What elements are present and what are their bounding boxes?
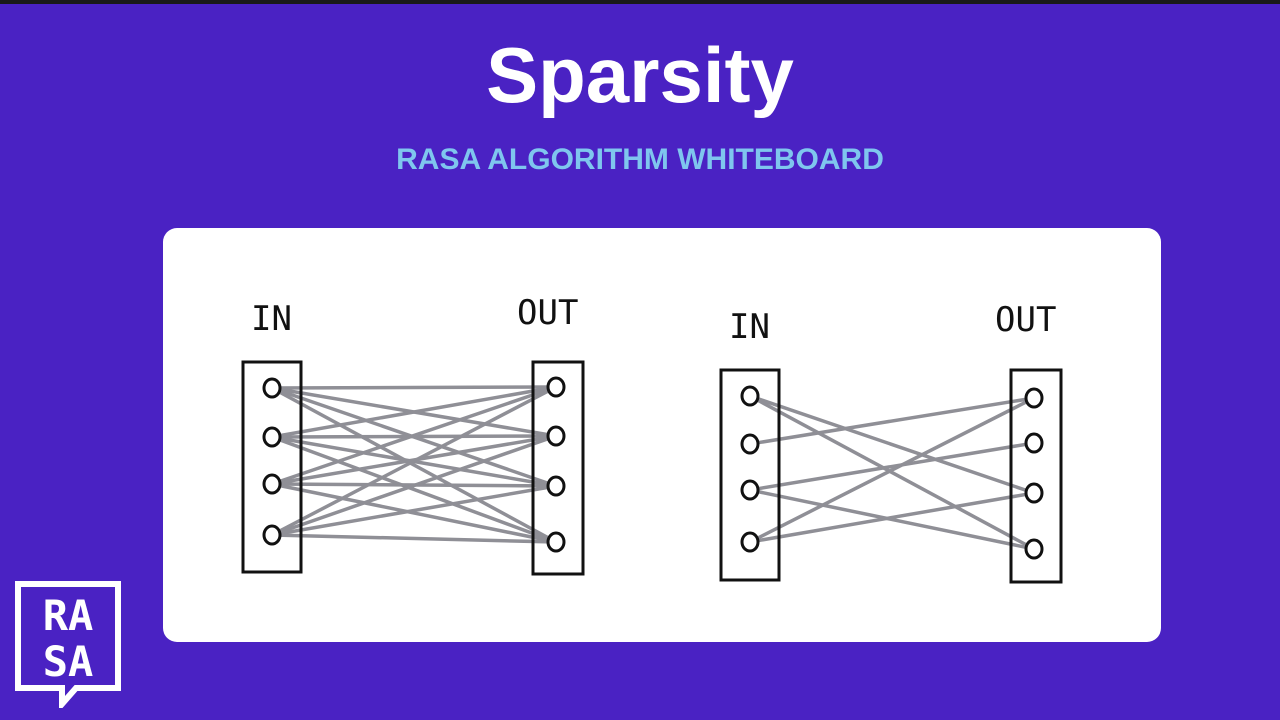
sparse-out-nodes [1024,387,1044,560]
in-node-1 [740,385,760,407]
logo-text-top: RA [43,591,94,640]
in-node-2 [740,433,760,455]
in-node-2 [262,426,282,448]
edge-in2-out1 [270,385,558,439]
out-node-3 [546,475,566,497]
dense-out-layer-box [531,360,585,576]
in-node-3 [740,479,760,501]
out-node-1 [546,376,566,398]
edge-in4-out4 [270,533,558,544]
out-node-3 [1024,482,1044,504]
sparse-network-diagram: IN OUT [719,300,1063,584]
sparse-out-layer-box [1009,368,1063,584]
dense-in-label: IN [251,299,292,339]
edge-in3-out1 [270,385,558,486]
out-node-4 [1024,538,1044,560]
edge-in4-out3 [270,484,558,537]
page-subtitle: RASA ALGORITHM WHITEBOARD [396,143,884,176]
edge-in1-out4 [748,394,1036,551]
out-node-2 [546,425,566,447]
edge-in1-out3 [748,394,1036,495]
dense-out-nodes [546,376,566,553]
edge-in3-out4 [748,488,1036,551]
network-diagrams: IN OUT IN OUT [241,293,1063,584]
dense-network-diagram: IN OUT [241,293,585,576]
edge-in3-out2 [748,441,1036,492]
edge-in1-out1 [270,385,558,390]
in-node-4 [740,531,760,553]
logo-text-bottom: SA [43,637,94,686]
in-node-3 [262,473,282,495]
out-node-4 [546,531,566,553]
edge-in4-out3 [748,491,1036,544]
page-title: Sparsity [486,31,794,119]
edge-in2-out4 [270,435,558,544]
dense-in-nodes [262,377,282,546]
dense-in-layer-box [241,360,303,574]
out-node-1 [1024,387,1044,409]
dense-edges [270,385,558,544]
edge-in4-out1 [748,396,1036,544]
sparse-in-label: IN [729,307,770,347]
sparse-out-label: OUT [995,300,1056,340]
rasa-logo: RA SA [14,580,122,712]
edge-in2-out1 [748,396,1036,446]
in-node-1 [262,377,282,399]
in-node-4 [262,524,282,546]
edge-in3-out4 [270,482,558,544]
sparse-in-nodes [740,385,760,553]
whiteboard-panel: IN OUT IN OUT [163,228,1161,642]
out-node-2 [1024,432,1044,454]
edge-in4-out1 [270,385,558,537]
edge-in1-out4 [270,386,558,544]
sparse-in-layer-box [719,368,781,582]
dense-out-label: OUT [517,293,578,333]
top-bar [0,0,1280,4]
edge-in4-out2 [270,434,558,537]
sparse-edges [748,394,1036,551]
